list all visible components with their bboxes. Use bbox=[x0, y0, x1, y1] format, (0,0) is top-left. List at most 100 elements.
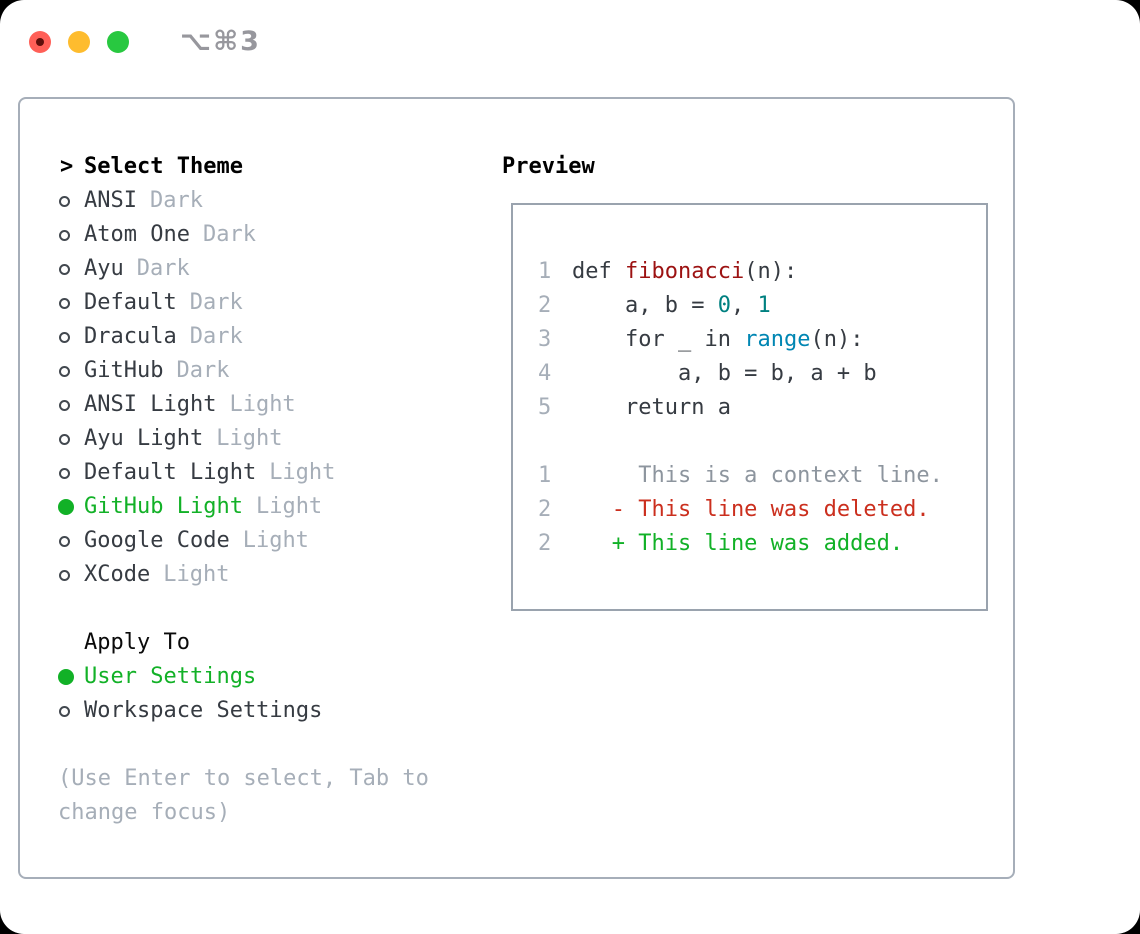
minimize-button[interactable] bbox=[68, 30, 90, 53]
radio-unselected-icon bbox=[59, 297, 70, 309]
radio-unselected-icon bbox=[59, 569, 70, 581]
theme-variant-tag: Dark bbox=[176, 358, 230, 383]
radio-slot bbox=[58, 467, 84, 479]
token-keyword: in bbox=[704, 327, 731, 352]
token-plain bbox=[731, 327, 744, 352]
code-line: 4 a, b = b, a + b bbox=[538, 357, 986, 391]
token-builtin: range bbox=[744, 327, 811, 352]
theme-variant-tag: Dark bbox=[189, 324, 243, 349]
theme-option-github-light[interactable]: GitHub Light Light bbox=[58, 490, 478, 524]
radio-unselected-icon bbox=[59, 229, 70, 241]
code-line: 1 This is a context line. bbox=[538, 459, 986, 493]
code-text: a, b = 0, 1 bbox=[572, 289, 771, 323]
radio-unselected-icon bbox=[59, 365, 70, 377]
line-number: 5 bbox=[538, 395, 552, 420]
theme-variant-tag: Dark bbox=[202, 222, 256, 247]
radio-slot bbox=[58, 433, 84, 445]
theme-variant-tag: Dark bbox=[149, 188, 203, 213]
radio-slot bbox=[58, 229, 84, 241]
code-text: def fibonacci(n): bbox=[572, 255, 797, 289]
token-deletion: - This line was deleted. bbox=[572, 497, 930, 522]
theme-name: XCode bbox=[84, 562, 151, 587]
apply-to-header: Apply To bbox=[58, 626, 478, 660]
token-plain: _ bbox=[664, 327, 705, 352]
radio-selected-icon bbox=[58, 499, 74, 515]
radio-unselected-icon bbox=[59, 195, 70, 207]
token-addition: + This line was added. bbox=[572, 531, 904, 556]
code-text: for _ in range(n): bbox=[572, 323, 863, 357]
line-number: 3 bbox=[538, 327, 552, 352]
code-text: a, b = b, a + b bbox=[572, 357, 877, 391]
titlebar: ⌥⌘3 bbox=[29, 26, 261, 57]
code-line: 5 return a bbox=[538, 391, 986, 425]
token-plain bbox=[612, 259, 625, 284]
theme-variant-tag: Dark bbox=[189, 290, 243, 315]
preview-title: Preview bbox=[502, 154, 595, 179]
theme-variant-tag: Light bbox=[255, 494, 323, 519]
theme-variant-tag: Light bbox=[163, 562, 230, 587]
theme-name: ANSI Light bbox=[84, 392, 217, 417]
theme-option-github[interactable]: GitHub Dark bbox=[58, 354, 478, 388]
zoom-button[interactable] bbox=[107, 30, 129, 53]
radio-unselected-icon bbox=[59, 399, 70, 411]
line-number: 2 bbox=[538, 293, 552, 318]
prompt-caret-icon: > bbox=[60, 154, 74, 179]
token-title: fibonacci bbox=[625, 259, 745, 284]
theme-variant-tag: Light bbox=[229, 392, 296, 417]
token-plain: a, b = b, a + b bbox=[572, 361, 877, 386]
close-button[interactable] bbox=[29, 30, 51, 53]
token-keyword: for bbox=[624, 327, 665, 352]
code-line: 1 def fibonacci(n): bbox=[538, 255, 986, 289]
close-dot-icon bbox=[36, 37, 44, 46]
radio-slot bbox=[58, 331, 84, 343]
code-line: 3 for _ in range(n): bbox=[538, 323, 986, 357]
apply-option-workspace-settings[interactable]: Workspace Settings bbox=[58, 694, 478, 728]
token-keyword: return bbox=[624, 395, 705, 420]
help-text: (Use Enter to select, Tab to change focu… bbox=[58, 766, 429, 825]
theme-option-ansi-light[interactable]: ANSI Light Light bbox=[58, 388, 478, 422]
theme-option-xcode[interactable]: XCode Light bbox=[58, 558, 478, 592]
theme-option-dracula[interactable]: Dracula Dark bbox=[58, 320, 478, 354]
token-plain bbox=[572, 395, 625, 420]
line-number: 1 bbox=[538, 259, 552, 284]
theme-variant-tag: Dark bbox=[136, 256, 190, 281]
code-text: + This line was added. bbox=[572, 527, 903, 561]
theme-name: GitHub Light bbox=[84, 494, 243, 519]
apply-to-title: Apply To bbox=[84, 630, 190, 655]
theme-option-atom-one[interactable]: Atom One Dark bbox=[58, 218, 478, 252]
radio-unselected-icon bbox=[59, 705, 70, 717]
line-number bbox=[538, 425, 551, 459]
theme-name: Dracula bbox=[84, 324, 177, 349]
apply-option-user-settings[interactable]: User Settings bbox=[58, 660, 478, 694]
spacer bbox=[58, 592, 478, 626]
apply-option-name: User Settings bbox=[84, 664, 257, 689]
radio-slot bbox=[58, 195, 84, 207]
radio-slot bbox=[58, 365, 84, 377]
radio-slot bbox=[58, 399, 84, 411]
radio-selected-icon bbox=[58, 669, 74, 685]
radio-unselected-icon bbox=[59, 331, 70, 343]
code-line bbox=[538, 425, 986, 459]
code-line: 2 - This line was deleted. bbox=[538, 493, 986, 527]
theme-name: Atom One bbox=[84, 222, 190, 247]
token-context: This is a context line. bbox=[572, 463, 943, 488]
code-text: - This line was deleted. bbox=[572, 493, 930, 527]
line-number: 2 bbox=[538, 497, 552, 522]
apply-option-name: Workspace Settings bbox=[84, 698, 323, 723]
theme-variant-tag: Light bbox=[269, 460, 336, 485]
radio-slot bbox=[58, 669, 84, 685]
theme-name: GitHub bbox=[84, 358, 164, 383]
theme-variant-tag: Light bbox=[216, 426, 283, 451]
radio-slot bbox=[58, 263, 84, 275]
tab-shortcut-label: ⌥⌘3 bbox=[180, 26, 261, 57]
